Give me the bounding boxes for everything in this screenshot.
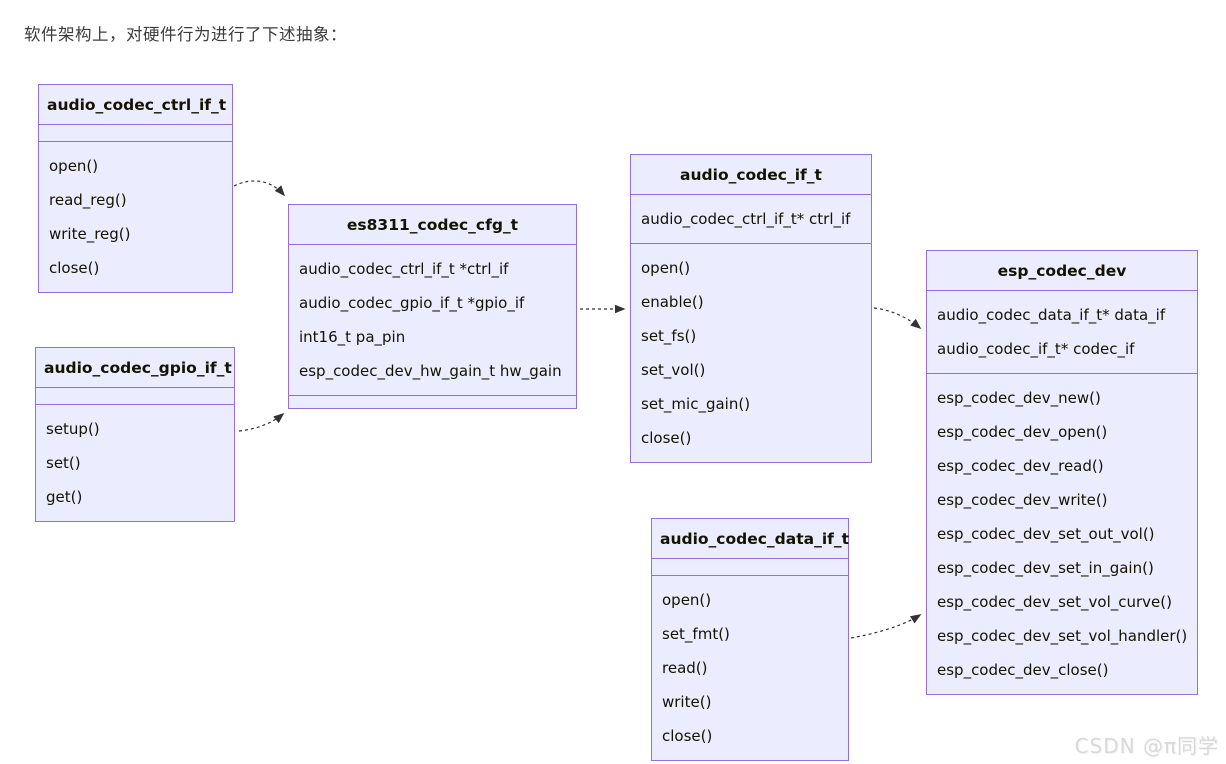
methods-section: open() set_fmt() read() write() close(): [652, 575, 848, 760]
method: esp_codec_dev_new(): [937, 389, 1101, 407]
arrow-codecif-to-espdev: [873, 307, 922, 330]
attributes-section-empty: [36, 388, 234, 404]
method: get(): [46, 488, 83, 506]
methods-section: setup() set() get(): [36, 404, 234, 521]
attribute: esp_codec_dev_hw_gain_t hw_gain: [299, 362, 562, 380]
attributes-section-empty: [39, 125, 232, 141]
method: close(): [662, 727, 713, 745]
method: esp_codec_dev_set_vol_handler(): [937, 627, 1188, 645]
method: set_fmt(): [662, 625, 730, 643]
method: esp_codec_dev_read(): [937, 457, 1104, 475]
arrow-gpio-to-es8311: [238, 412, 285, 432]
method: close(): [49, 259, 100, 277]
method: esp_codec_dev_set_out_vol(): [937, 525, 1155, 543]
attribute: audio_codec_gpio_if_t *gpio_if: [299, 294, 525, 312]
method: read(): [662, 659, 708, 677]
attribute: audio_codec_data_if_t* data_if: [937, 306, 1166, 324]
attribute: int16_t pa_pin: [299, 328, 406, 346]
arrow-dataif-to-espdev: [850, 614, 922, 639]
class-title: audio_codec_data_if_t: [652, 519, 849, 559]
page-title: 软件架构上，对硬件行为进行了下述抽象：: [24, 25, 347, 44]
methods-section: open() read_reg() write_reg() close(): [39, 141, 232, 292]
method: set_vol(): [641, 361, 706, 379]
method: read_reg(): [49, 191, 127, 209]
method: esp_codec_dev_set_vol_curve(): [937, 593, 1172, 611]
attribute: audio_codec_if_t* codec_if: [937, 340, 1135, 358]
method: open(): [662, 591, 712, 609]
method: set_mic_gain(): [641, 395, 751, 413]
class-audio-codec-gpio-if: audio_codec_gpio_if_t setup() set() get(…: [35, 347, 235, 522]
csdn-watermark: CSDN @π同学: [1074, 734, 1219, 758]
methods-section-empty: [289, 395, 576, 408]
method: esp_codec_dev_open(): [937, 423, 1108, 441]
attributes-section: audio_codec_ctrl_if_t *ctrl_if audio_cod…: [289, 245, 576, 395]
method: close(): [641, 429, 692, 447]
class-title: audio_codec_gpio_if_t: [36, 348, 234, 388]
class-esp-codec-dev: esp_codec_dev audio_codec_data_if_t* dat…: [926, 250, 1198, 695]
method: setup(): [46, 420, 100, 438]
methods-section: esp_codec_dev_new() esp_codec_dev_open()…: [927, 373, 1197, 694]
method: write(): [662, 693, 712, 711]
method: set_fs(): [641, 327, 697, 345]
attribute: audio_codec_ctrl_if_t *ctrl_if: [299, 260, 509, 278]
attributes-section: audio_codec_ctrl_if_t* ctrl_if: [631, 195, 871, 243]
method: set(): [46, 454, 81, 472]
class-audio-codec-if: audio_codec_if_t audio_codec_ctrl_if_t* …: [630, 154, 872, 463]
method: open(): [49, 157, 99, 175]
class-title: audio_codec_ctrl_if_t: [39, 85, 232, 125]
method: enable(): [641, 293, 704, 311]
method: esp_codec_dev_set_in_gain(): [937, 559, 1154, 577]
class-title: esp_codec_dev: [927, 251, 1197, 291]
attributes-section-empty: [652, 559, 848, 575]
method: open(): [641, 259, 691, 277]
method: esp_codec_dev_close(): [937, 661, 1109, 679]
class-title: es8311_codec_cfg_t: [289, 205, 576, 245]
class-title: audio_codec_if_t: [631, 155, 871, 195]
attributes-section: audio_codec_data_if_t* data_if audio_cod…: [927, 291, 1197, 373]
methods-section: open() enable() set_fs() set_vol() set_m…: [631, 243, 871, 462]
class-es8311-codec-cfg: es8311_codec_cfg_t audio_codec_ctrl_if_t…: [288, 204, 577, 409]
arrow-ctrl-to-es8311: [233, 180, 286, 197]
method: esp_codec_dev_write(): [937, 491, 1108, 509]
attribute: audio_codec_ctrl_if_t* ctrl_if: [641, 210, 851, 228]
class-audio-codec-data-if: audio_codec_data_if_t open() set_fmt() r…: [651, 518, 849, 761]
method: write_reg(): [49, 225, 131, 243]
class-audio-codec-ctrl-if: audio_codec_ctrl_if_t open() read_reg() …: [38, 84, 233, 293]
